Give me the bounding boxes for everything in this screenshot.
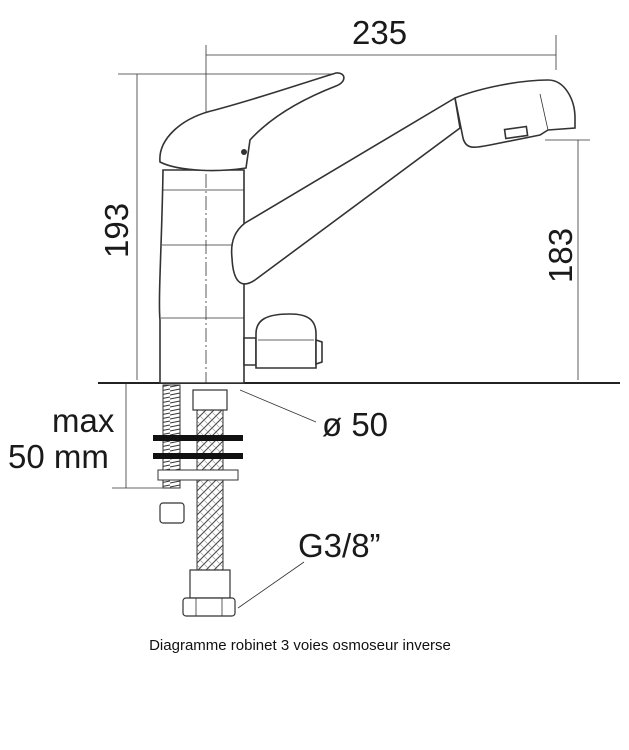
spout-head [454,79,576,149]
total-height-label: 193 [98,203,135,258]
mounting-washers [153,435,243,481]
total-height-dimension: 193 [98,73,340,380]
width-label: 235 [352,14,407,51]
spout-height-label: 183 [542,228,579,283]
thread-callout: G3/8” [237,527,381,609]
diagram-caption: Diagramme robinet 3 voies osmoseur inver… [149,637,451,654]
max-value-label: 50 mm [8,438,109,475]
thread-label: G3/8” [298,527,381,564]
mounting-nut [159,502,185,524]
filter-valve [243,313,323,369]
hole-diameter-label: ø 50 [322,406,388,443]
max-label: max [52,402,115,439]
faucet-body [158,130,245,384]
max-thickness-dimension: max 50 mm [8,383,175,489]
width-dimension: 235 [205,14,557,380]
spout-height-dimension: 183 [542,139,590,380]
hole-diameter-callout: ø 50 [239,389,388,443]
lever-handle [159,72,345,172]
braided-hose [182,389,236,617]
